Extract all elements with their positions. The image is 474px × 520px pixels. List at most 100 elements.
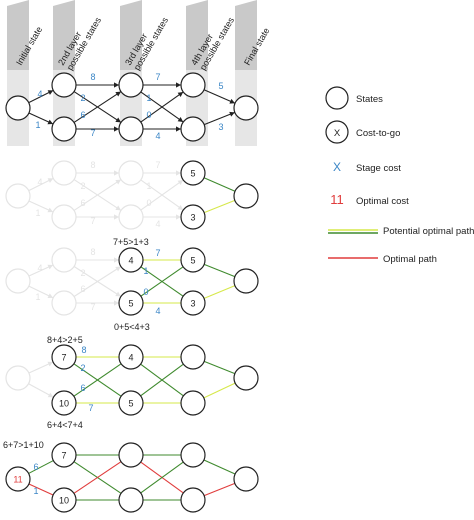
stage-cost-label: 7 [155,72,160,82]
final-state-node [233,268,259,294]
edge-arrowhead [115,205,121,211]
legend-cost-to-go-circle [325,120,349,144]
state-node [118,116,144,142]
final-state-node [233,183,259,209]
edge-arrowhead [176,82,181,88]
potential-path-edge [203,199,236,214]
node-value: 5 [190,256,195,266]
state-node [180,390,206,416]
legend-stage-cost-glyph: X [333,160,341,174]
edge-arrowhead [114,170,119,176]
final-state-node [233,466,259,492]
state-node [180,487,206,513]
stage-cost-label: 8 [81,345,86,355]
edge-arrowhead [176,214,181,220]
faded-state-node [118,204,144,230]
edge-arrowhead [176,126,181,132]
optimal-path-edge [203,482,236,497]
state-node [51,72,77,98]
faded-state-node [118,160,144,186]
stage-cost-label: 7 [90,302,95,312]
node-value: 4 [128,353,133,363]
edge-arrowhead [229,98,235,104]
node-value: 10 [59,496,69,506]
state-node [51,116,77,142]
stage-cost-label: 1 [35,292,40,302]
legend-optimal-path-label: Optimal path [383,254,437,265]
stage-cost-label: 2 [80,93,85,103]
cost-comparison-annotation: 6+7>1+10 [3,440,44,450]
stage-cost-label: 2 [80,181,85,191]
potential-path-edge [203,459,236,475]
stage-cost-label: 1 [143,266,148,276]
state-node [118,442,144,468]
stage-cost-label: 4 [37,89,42,99]
stage-cost-label: 4 [37,177,42,187]
potential-path-edge [140,266,184,297]
edge-arrowhead [47,90,54,95]
edge-arrowhead [47,392,54,398]
node-value: 10 [59,399,69,409]
edge-arrowhead [176,170,181,176]
edge-arrowhead [47,178,54,183]
faded-edge [140,179,184,211]
stage-cost-label: 0 [146,110,151,120]
stage-cost-label: 6 [33,462,38,472]
faded-state-node [51,247,77,273]
legend-optimal-cost-label: Optimal cost [356,196,409,207]
state-node [51,390,77,416]
edge-arrowhead [177,91,184,97]
stage-cost-label: 7 [88,403,93,413]
stage-cost-label: 0 [146,198,151,208]
state-node [118,290,144,316]
column-header-tab [7,0,29,70]
edge-arrowhead [229,111,235,117]
edge-arrowhead [114,126,119,132]
stage-cost-label: 1 [146,93,151,103]
optimal-path-edge [28,483,54,496]
state-node [51,442,77,468]
stage-cost-label: 6 [80,383,85,393]
edge-arrowhead [115,117,121,123]
stage-cost-label: 0 [143,287,148,297]
faded-edge [73,266,122,297]
edge [73,91,122,123]
state-node [51,344,77,370]
state-node [118,247,144,273]
state-node [180,160,206,186]
state-node [118,344,144,370]
initial-state-node [5,466,31,492]
potential-path-edge [140,461,184,494]
faded-state-node [5,183,31,209]
edge-arrowhead [177,205,184,211]
potential-path-edge [203,177,236,192]
edge-arrowhead [47,293,54,299]
potential-path-edge [203,382,236,399]
edge-arrowhead [115,291,121,297]
edge-arrowhead [47,207,54,213]
edge-arrowhead [114,82,119,88]
stage-cost-label: 8 [90,160,95,170]
column-header-tab [235,0,257,70]
node-value: 3 [190,213,195,223]
state-node [51,487,77,513]
edge [140,91,184,123]
faded-state-node [51,290,77,316]
state-node [118,390,144,416]
potential-path-edge [73,363,122,397]
edge-arrowhead [115,91,121,97]
state-node [180,442,206,468]
edge-arrowhead [114,257,119,263]
legend-cost-to-go-label: Cost-to-go [356,128,400,139]
column-header-tab [53,0,75,70]
state-node [5,95,31,121]
state-node [180,290,206,316]
faded-state-node [5,268,31,294]
stage-cost-label: 4 [155,219,160,229]
potential-path-edge [203,285,236,299]
stage-cost-label: 4 [37,263,42,273]
column-header-tab [186,0,208,70]
state-node [180,204,206,230]
stage-cost-label: 1 [35,120,40,130]
